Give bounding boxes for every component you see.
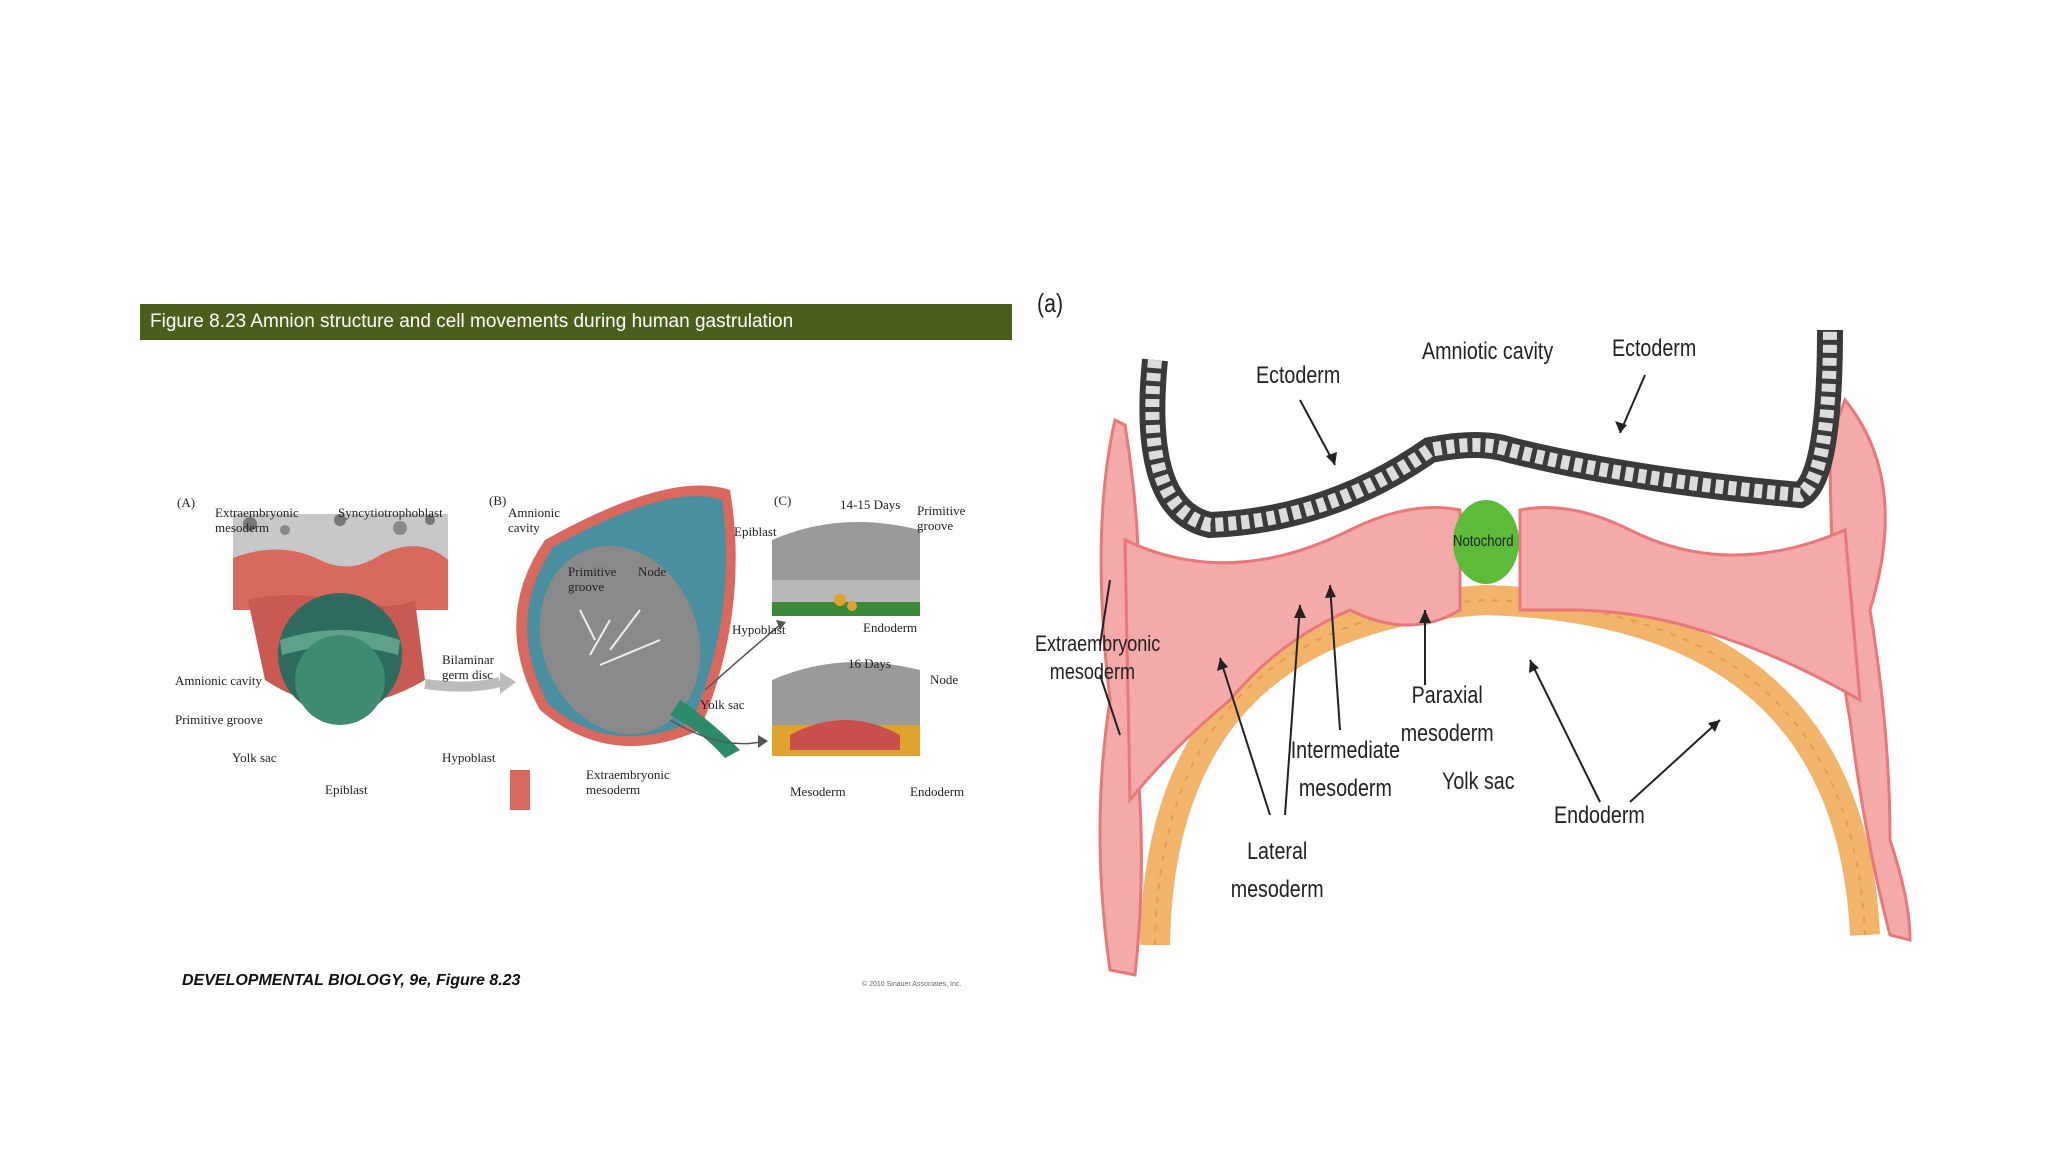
label-days-14-15: 14-15 Days: [840, 497, 901, 512]
label-paraxial-mesoderm: Paraxial mesoderm: [1400, 682, 1494, 747]
panel-b-drawing: [510, 485, 740, 810]
label-endoderm-c-top: Endoderm: [863, 620, 918, 635]
label-endoderm-c-bottom: Endoderm: [910, 784, 965, 799]
label-yolk-sac: Yolk sac: [1442, 768, 1515, 795]
mesoderm-left: [1123, 506, 1462, 805]
panel-c-bottom-drawing: [772, 662, 920, 756]
mesoderm-right: [1518, 506, 1862, 703]
label-extraembryonic-mesoderm-a: Extraembryonic mesoderm: [215, 505, 299, 535]
label-ectoderm-right: Ectoderm: [1612, 335, 1697, 362]
label-primitive-groove-b: Primitive groove: [568, 564, 617, 594]
label-amnionic-cavity-a: Amnionic cavity: [175, 673, 263, 688]
germ-layer-cross-section: [1098, 329, 1912, 977]
gastrulation-illustration: [233, 485, 920, 810]
label-node-b: Node: [638, 564, 667, 579]
label-yolk-sac-a: Yolk sac: [232, 750, 277, 765]
panel-a-drawing: [233, 514, 448, 725]
label-hypoblast-b: Hypoblast: [732, 622, 786, 637]
copyright-notice: © 2010 Sinauer Associates, Inc.: [862, 981, 962, 988]
label-intermediate-mesoderm: Intermediate mesoderm: [1290, 737, 1401, 802]
panel-a-letter-right: (a): [1037, 288, 1064, 318]
label-primitive-groove-c: Primitive groove: [917, 503, 966, 533]
label-syncytiotrophoblast: Syncytiotrophoblast: [338, 505, 443, 520]
label-yolk-sac-b: Yolk sac: [700, 697, 745, 712]
label-extraembryonic-mesoderm: Extraembryonic mesoderm: [1035, 631, 1161, 684]
label-mesoderm-c: Mesoderm: [790, 784, 846, 799]
label-amnionic-cavity-b: Amnionic cavity: [508, 505, 560, 535]
panel-c-letter: (C): [774, 493, 792, 508]
panel-b-letter: (B): [489, 493, 507, 508]
label-days-16: 16 Days: [848, 656, 891, 671]
panel-a-letter: (A): [177, 495, 196, 510]
left-figure: Figure 8.23 Amnion structure and cell mo…: [140, 300, 1012, 1006]
label-notochord: Notochord: [1453, 533, 1514, 550]
label-epiblast-a: Epiblast: [325, 782, 368, 797]
label-lateral-mesoderm: Lateral mesoderm: [1230, 838, 1324, 903]
label-epiblast-c: Epiblast: [734, 524, 777, 539]
panel-c-top-drawing: [772, 522, 920, 616]
book-credit: DEVELOPMENTAL BIOLOGY, 9e, Figure 8.23: [182, 972, 521, 989]
notochord: [1453, 500, 1519, 584]
label-bilaminar-germ-disc: Bilaminar germ disc: [442, 652, 494, 682]
label-primitive-groove-a: Primitive groove: [175, 712, 263, 727]
figure-banner: Figure 8.23 Amnion structure and cell mo…: [140, 304, 1012, 340]
label-node-c: Node: [930, 672, 959, 687]
label-amniotic-cavity: Amniotic cavity: [1422, 338, 1554, 365]
label-hypoblast-a: Hypoblast: [442, 750, 496, 765]
label-ectoderm-left: Ectoderm: [1256, 362, 1341, 389]
right-figure: (a) Ectoderm Amniotic cavity Ectoderm No…: [1030, 280, 2030, 1000]
label-extraembryonic-mesoderm-b: Extraembryonic mesoderm: [586, 767, 670, 797]
label-endoderm: Endoderm: [1554, 802, 1645, 829]
